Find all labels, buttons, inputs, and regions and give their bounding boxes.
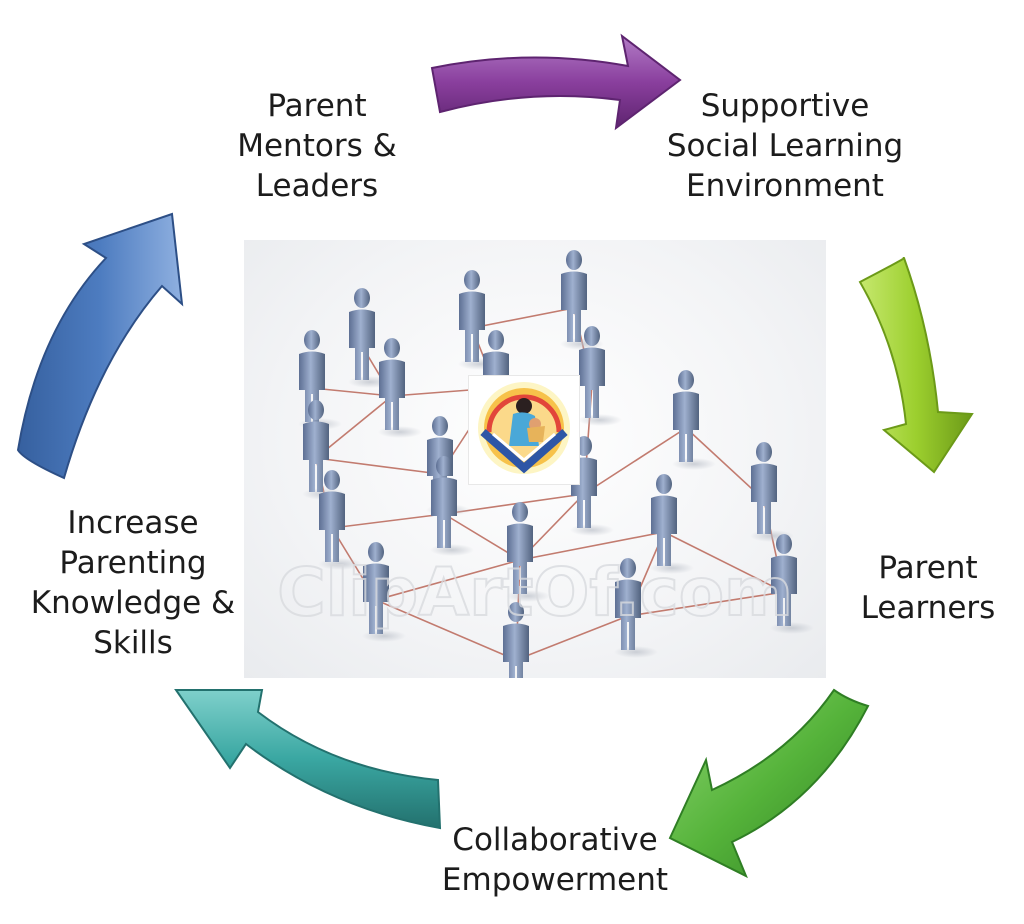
arrow-blue (16, 212, 184, 480)
label-parent-learners: Parent Learners (838, 548, 1018, 628)
arrow-lime (858, 256, 974, 474)
arrow-teal (174, 689, 442, 830)
label-line: Skills (93, 625, 173, 661)
person-figure-icon (378, 338, 422, 438)
arrow-purple (430, 33, 682, 131)
label-line: Empowerment (441, 862, 669, 898)
network-link (375, 559, 521, 601)
label-collaborative-empowerment: Collaborative Empowerment (410, 820, 700, 900)
network-link (315, 457, 441, 475)
family-logo-icon (478, 382, 570, 474)
label-parent-mentors-leaders: Parent Mentors & Leaders (212, 86, 422, 206)
label-supportive-social-learning: Supportive Social Learning Environment (640, 86, 930, 206)
center-logo (468, 375, 580, 485)
label-line: Environment (686, 168, 884, 204)
network-link (663, 531, 785, 593)
label-line: Social Learning (666, 128, 904, 164)
person-figure-icon (318, 470, 362, 570)
label-line: Parent (267, 88, 367, 124)
network-link (519, 531, 665, 561)
network-people-image: ClipArtOf.com (244, 240, 826, 702)
person-figure-icon (614, 558, 658, 658)
network-people (298, 250, 814, 702)
person-figure-icon (672, 370, 716, 470)
label-line: Parenting (59, 545, 207, 581)
label-line: Mentors & (237, 128, 397, 164)
network-link (331, 513, 445, 529)
network-link (583, 427, 687, 495)
person-figure-icon (506, 502, 550, 602)
label-line: Collaborative (452, 822, 658, 858)
network-link (627, 591, 785, 617)
network-link (515, 615, 629, 661)
person-figure-icon (578, 326, 622, 426)
arrow-green (668, 688, 870, 879)
network-link (471, 307, 575, 329)
label-line: Increase (67, 505, 199, 541)
network-link (375, 599, 517, 661)
label-line: Learners (860, 590, 996, 626)
watermark-text: ClipArtOf.com (277, 554, 793, 631)
person-figure-icon (770, 534, 814, 634)
label-line: Supportive (700, 88, 870, 124)
network-link (311, 387, 393, 397)
label-increase-parenting-knowledge: Increase Parenting Knowledge & Skills (8, 503, 258, 663)
label-line: Knowledge & (30, 585, 236, 621)
label-line: Parent (878, 550, 978, 586)
label-line: Leaders (255, 168, 379, 204)
person-figure-icon (430, 456, 474, 556)
person-figure-icon (362, 542, 406, 642)
person-figure-icon (650, 474, 694, 574)
